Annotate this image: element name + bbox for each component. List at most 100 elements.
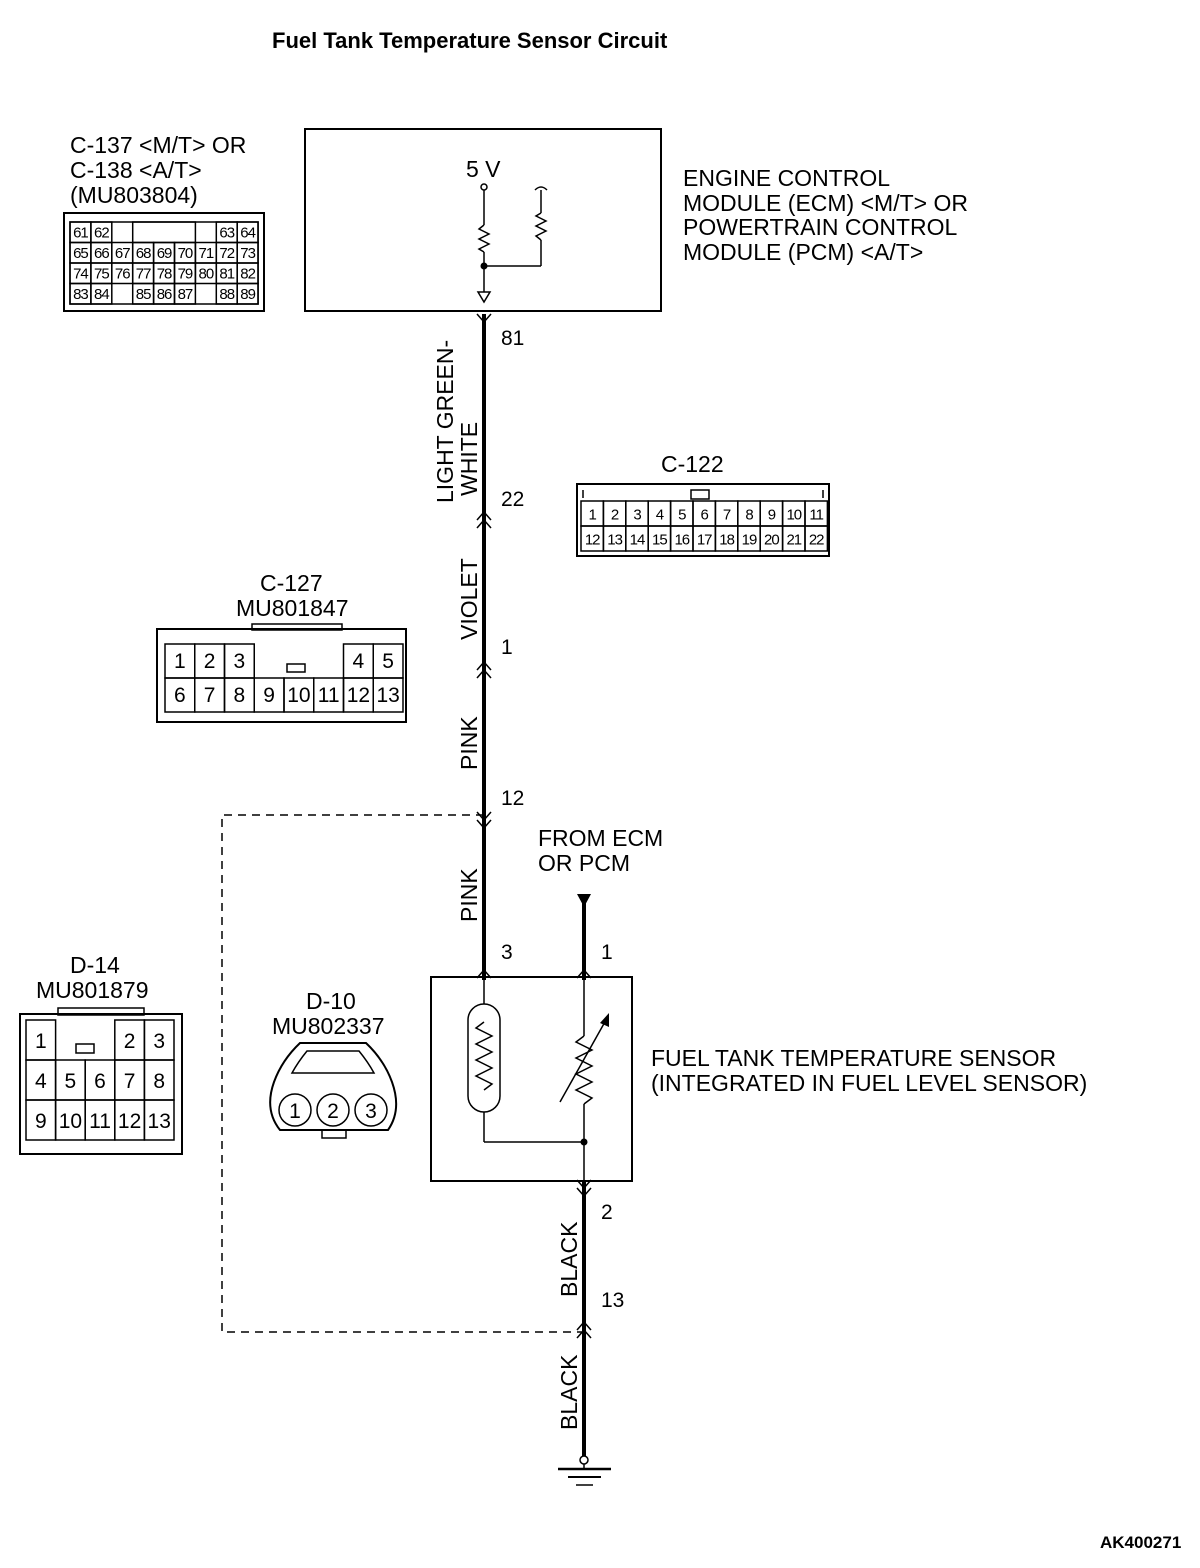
c122-pin-label: 9: [768, 507, 776, 524]
sensor-label-line-2: (INTEGRATED IN FUEL LEVEL SENSOR): [651, 1070, 1087, 1096]
d10-pin-1: [278, 1093, 312, 1127]
d10-pin-3: [354, 1093, 388, 1127]
d14-pin-label: 10: [59, 1110, 82, 1133]
pin-marker-d10-2: [576, 1179, 592, 1198]
c137-cavity: [236, 282, 259, 305]
c137-pin-label: 66: [94, 245, 109, 262]
c122-pin-label: 4: [656, 507, 664, 524]
pin-label-22: 22: [501, 488, 524, 511]
pin-marker-c127: [476, 660, 492, 679]
c137-pin-label: 73: [240, 245, 255, 262]
c127-pin-label: 3: [234, 650, 246, 673]
c122-label: C-122: [661, 451, 724, 477]
c127-pin-label: 12: [347, 684, 370, 707]
d10-pin-3-label: 3: [365, 1100, 377, 1123]
c122-pin-label: 22: [809, 532, 824, 549]
c122-pin-label: 21: [786, 532, 801, 549]
d14-pin-label: 11: [89, 1110, 111, 1133]
c127-pin-label: 10: [287, 684, 310, 707]
c122-pin-label: 14: [630, 532, 645, 549]
d10-label-line-2: MU802337: [272, 1013, 385, 1039]
ground-icon: [558, 1455, 611, 1486]
c137-pin-label: 81: [219, 265, 234, 282]
d14-pin-label: 3: [153, 1030, 165, 1053]
c122-pin-label: 15: [652, 532, 667, 549]
d14-pin-label: 5: [65, 1070, 77, 1093]
pin-marker-c122: [476, 510, 492, 529]
c122-pin-label: 11: [809, 507, 823, 524]
c137-pin-label: 84: [94, 286, 109, 303]
c127-cavity: [372, 677, 404, 713]
d14-pin-label: 2: [124, 1030, 136, 1053]
sensor-thermistor: [467, 980, 584, 1143]
c137-cavity: [173, 282, 197, 305]
c122-pin-label: 6: [701, 507, 709, 524]
d14-pin-label: 6: [94, 1070, 106, 1093]
pin-marker-d14-13: [576, 1320, 592, 1339]
c127-pin-label: 6: [174, 684, 186, 707]
c122-pin-label: 19: [742, 532, 757, 549]
pin-label-81: 81: [501, 327, 524, 350]
pin-label-1-d10: 1: [601, 941, 613, 964]
c122-pin-label: 1: [589, 507, 597, 524]
diagram-title: Fuel Tank Temperature Sensor Circuit: [272, 28, 668, 53]
d14-pin-label: 8: [153, 1070, 165, 1093]
ecm-box: [304, 128, 662, 312]
c122-pin-label: 5: [678, 507, 686, 524]
d10-label-line-1: D-10: [306, 988, 356, 1014]
ecm-internal-circuit: [476, 183, 548, 304]
c137-pin-label: 65: [73, 245, 88, 262]
pin-label-2: 2: [601, 1201, 613, 1224]
c137-pin-label: 82: [240, 265, 255, 282]
c137-cavity: [90, 282, 113, 305]
c137-pin-label: 72: [219, 245, 234, 262]
wire-color-black-1: BLACK: [556, 1221, 582, 1297]
connector-d14-label: D-14 MU801879: [36, 952, 149, 1003]
c122-cavity: [804, 525, 829, 552]
pin-marker-ecm-81: [476, 313, 492, 324]
d14-cavity: [143, 1099, 175, 1141]
d10-pin-2: [316, 1093, 350, 1127]
c137-pin-label: 69: [157, 245, 172, 262]
c127-label-line-2: MU801847: [236, 595, 349, 621]
c127-pin-label: 7: [204, 684, 216, 707]
d14-label-line-2: MU801879: [36, 977, 149, 1003]
c122-pin-label: 7: [723, 507, 731, 524]
c137-pin-label: 61: [73, 224, 88, 241]
pin-marker-d10-1: [576, 968, 592, 979]
c127-pin-label: 1: [174, 650, 186, 673]
c122-pin-label: 12: [585, 532, 600, 549]
wire-color-light-green: LIGHT GREEN-: [432, 340, 458, 503]
wire-color-black-2: BLACK: [556, 1354, 582, 1430]
c122-pin-label: 18: [719, 532, 734, 549]
sensor-label-line-1: FUEL TANK TEMPERATURE SENSOR: [651, 1045, 1056, 1071]
c127-pin-label: 9: [263, 684, 275, 707]
sensor-fuel-level-resistor: [559, 980, 609, 1181]
connector-c137-label: C-137 <M/T> OR C-138 <A/T> (MU803804): [70, 132, 246, 208]
c122-pin-label: 13: [607, 532, 622, 549]
connector-d10-label: D-10 MU802337: [272, 988, 385, 1039]
connector-d10: 1 2 3: [269, 1042, 398, 1139]
c127-label-line-1: C-127: [260, 570, 323, 596]
c137-pin-label: 85: [136, 286, 151, 303]
d14-pin-label: 12: [118, 1110, 141, 1133]
c137-label-line-2: C-138 <A/T>: [70, 157, 202, 183]
c127-pin-label: 13: [376, 684, 399, 707]
c127-pin-label: 5: [382, 650, 394, 673]
wire-color-pink-2: PINK: [456, 868, 482, 922]
d10-pin-1-label: 1: [289, 1100, 301, 1123]
c137-pin-label: 88: [219, 286, 234, 303]
c137-pin-label: 71: [199, 245, 214, 262]
c127-pin-label: 2: [204, 650, 216, 673]
c137-pin-label: 89: [240, 286, 255, 303]
from-ecm-line-2: OR PCM: [538, 850, 630, 876]
pin-label-12: 12: [501, 787, 524, 810]
